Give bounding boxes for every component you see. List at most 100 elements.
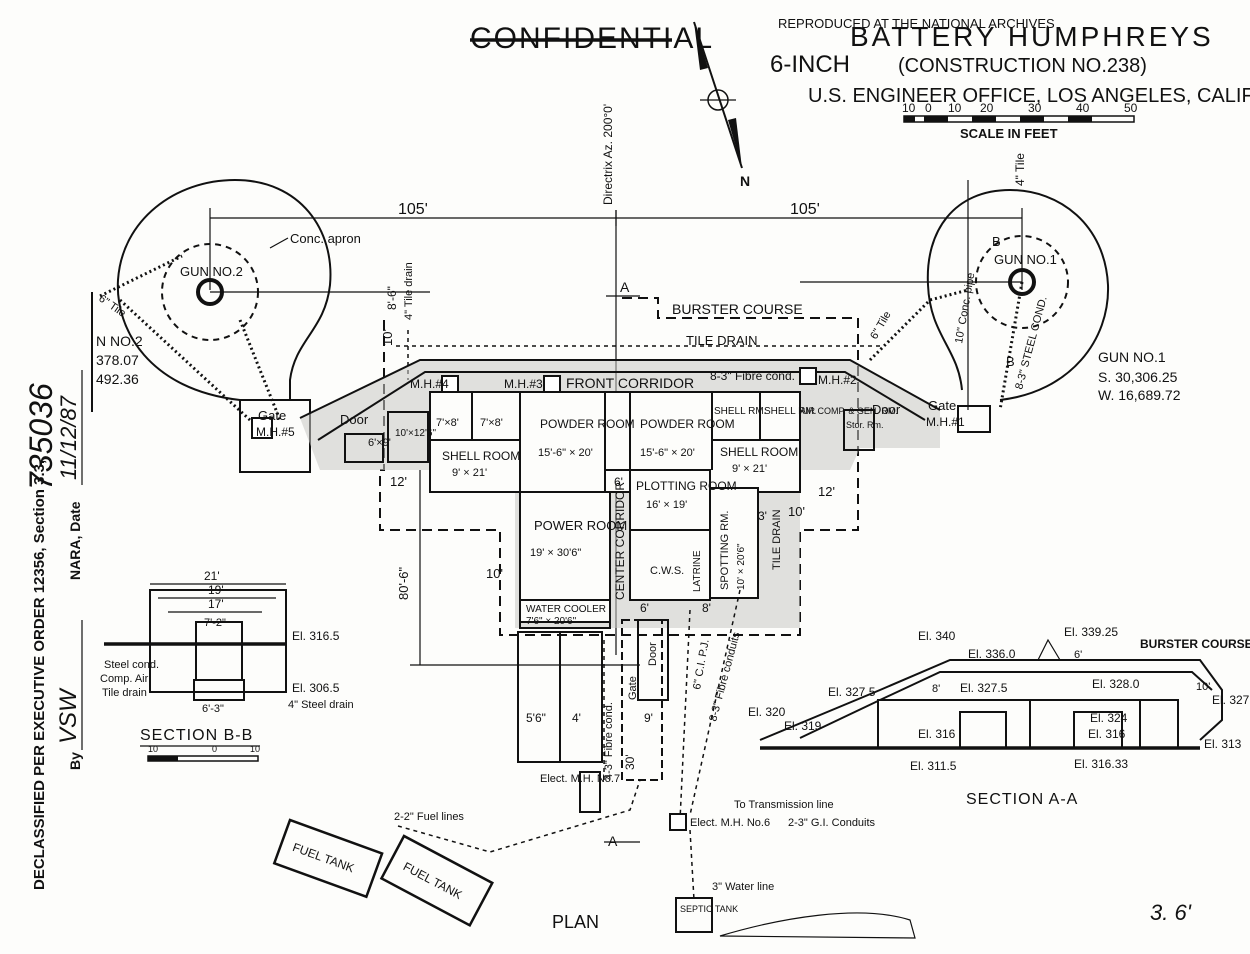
water-cooler-label: WATER COOLER [526, 604, 606, 615]
dim-105-left: 105' [398, 201, 428, 218]
tile-6-left: 6" Tile [96, 293, 128, 320]
north-label: N [740, 173, 750, 189]
corner-note: 3. 6' [1150, 900, 1192, 925]
dim-12-right: 12' [818, 484, 835, 499]
aa-el-327-a: El. 327.5 [828, 685, 876, 699]
bb-scale-tick: 10 [250, 744, 260, 754]
section-a-top: A [620, 279, 630, 295]
section-b-bottom: B [1006, 354, 1015, 369]
shell-room-right: SHELL ROOM [720, 445, 798, 459]
fibre-cond-label: 8-3" Fibre cond. [710, 369, 795, 383]
bb-17: 17' [208, 597, 224, 611]
section-a-bottom: A [608, 833, 618, 849]
gun1-coord-w: W. 16,689.72 [1098, 387, 1181, 403]
bb-tile-drain: Tile drain [102, 687, 147, 699]
dim-8: 8' [702, 601, 711, 615]
dim-10-top: 10' [380, 329, 395, 346]
dim-3: 3' [758, 509, 767, 523]
magazine-structure [299, 359, 941, 628]
gate-left-label: Gate [258, 408, 286, 423]
bb-el-bot: El. 306.5 [292, 681, 340, 695]
gun-no1-emplacement: GUN NO.1 [800, 180, 1110, 433]
by-label: By [67, 752, 83, 770]
tile-drain-right: TILE DRAIN [771, 509, 783, 570]
scale-bar: 10 0 10 20 30 40 50 SCALE IN FEET [902, 101, 1138, 141]
powder-room-left: POWDER ROOM [540, 417, 635, 431]
fuel-tank-1-label: FUEL TANK [291, 840, 356, 875]
room-partitions [344, 392, 875, 629]
bb-scale-tick: 0 [212, 744, 217, 754]
south-conduits [517, 589, 741, 821]
fuel-tank-2: FUEL TANK [379, 834, 494, 928]
dim-6-b: 6' [640, 601, 649, 615]
scale-tick: 10 [948, 101, 962, 115]
tile-drain-label: TILE DRAIN [686, 333, 758, 348]
septic-tank-box [675, 897, 713, 933]
manhole-5 [251, 417, 273, 439]
mh5-label: M.H.#5 [256, 425, 295, 439]
elect-mh6-box [669, 813, 687, 831]
fuel-tank-2-label: FUEL TANK [401, 859, 464, 902]
gate-right-label: Gate [928, 398, 956, 413]
spotting-room-dim: 10' × 20'6" [736, 543, 747, 590]
dim-4: 4' [572, 711, 581, 725]
storage-room: Stor. Rm. [846, 420, 884, 430]
aa-el-316-b: El. 316 [1088, 727, 1126, 741]
aa-el-316-33: El. 316.33 [1074, 757, 1128, 771]
water-cooler-dim: 7'6" × 20'6" [526, 616, 577, 627]
room-10x12: 10'×12'6" [395, 428, 436, 439]
mh1-label: M.H.#1 [926, 415, 965, 429]
shell-rm-a: SHELL RM. [714, 406, 766, 417]
aa-el-313: El. 313 [1204, 737, 1242, 751]
scale-tick: 10 [902, 101, 916, 115]
dim-105-right: 105' [790, 201, 820, 218]
scale-tick: 20 [980, 101, 994, 115]
elect-mh7-label: Elect. M.H. No.7 [540, 773, 620, 785]
bb-comp-air: Comp. Air [100, 673, 149, 685]
by-initials: VSW [55, 687, 82, 744]
manhole-4 [441, 375, 459, 393]
section-aa-title: SECTION A-A [966, 791, 1078, 808]
mh3-label: M.H.#3 [504, 377, 543, 391]
dim-8-6: 8'-6" [385, 286, 399, 310]
section-aa: El. 340 El. 339.25 BURSTER COURSE El. 33… [748, 625, 1250, 808]
bb-steel-drain: 4" Steel drain [288, 699, 354, 711]
aa-el-316-a: El. 316 [918, 727, 956, 741]
declassified-stamp: DECLASSIFIED PER EXECUTIVE ORDER 12356, … [23, 383, 59, 890]
aa-el-328: El. 328.0 [1092, 677, 1140, 691]
section-bb: 21' 19' 17' 7'-2" 6'-3" El. 316.5 El. 30… [100, 569, 354, 762]
gi-conduits-label: 2-3" G.I. Conduits [788, 817, 876, 829]
room-6x9: 6'×9' [368, 437, 391, 449]
fuel-lines-label: 2-2" Fuel lines [394, 811, 464, 823]
caliber-label: 6-INCH [770, 51, 850, 78]
burster-label: BURSTER COURSE [672, 301, 803, 317]
aa-dim-6: 6' [1074, 649, 1082, 661]
plotting-room-dim: 16' × 19' [646, 499, 687, 511]
section-bb-title: SECTION B-B [140, 727, 253, 744]
mh4-label: M.H.#4 [410, 377, 449, 391]
construction-number: (CONSTRUCTION NO.238) [898, 55, 1147, 77]
aa-el-327-b: El. 327.5 [960, 681, 1008, 695]
gun1-label: GUN NO.1 [994, 252, 1057, 267]
aa-el-319: El. 319 [784, 719, 822, 733]
powder-room-right: POWDER ROOM [640, 417, 735, 431]
gun1-coord-s: S. 30,306.25 [1098, 369, 1178, 385]
conc-pipe-label: 10" Conc. pipe [953, 272, 977, 345]
power-room-label: POWER ROOM [534, 518, 627, 533]
front-corridor-label: FRONT CORRIDOR [566, 375, 694, 391]
plan-label: PLAN [552, 912, 599, 932]
dim-10-right: 10' [788, 504, 805, 519]
bb-scale-tick: 10 [148, 744, 158, 754]
door-left-label: Door [340, 412, 369, 427]
power-room-dim: 19' × 30'6" [530, 547, 581, 559]
gun2-coord-b: 492.36 [96, 371, 139, 387]
scale-tick: 0 [925, 101, 932, 115]
gun1-coord-label: GUN NO.1 [1098, 349, 1166, 365]
spotting-room-label: SPOTTING RM. [719, 511, 731, 590]
gun2-coord-n: N NO.2 [96, 333, 143, 349]
door-right-label: Door [872, 402, 901, 417]
manhole-3 [543, 375, 561, 393]
bb-21: 21' [204, 569, 220, 583]
